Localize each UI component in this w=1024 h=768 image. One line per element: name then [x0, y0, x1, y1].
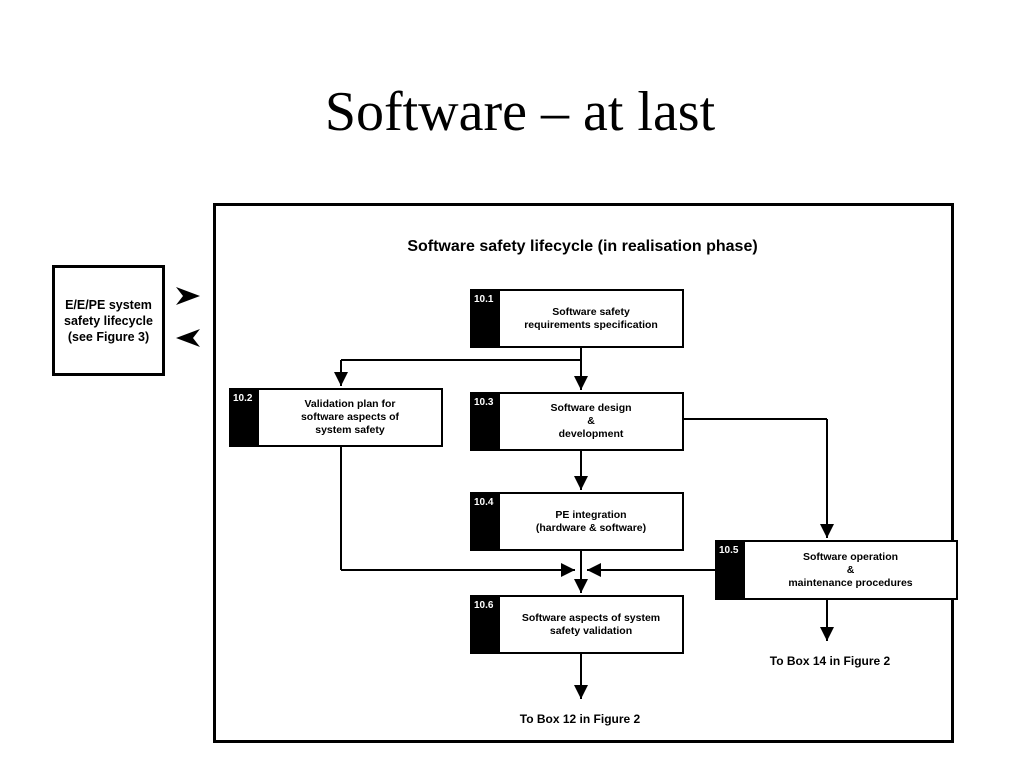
arrow-left-icon [176, 329, 200, 347]
eepe-lifecycle-box: E/E/PE system safety lifecycle (see Figu… [52, 265, 165, 376]
slide-title: Software – at last [324, 81, 716, 143]
eepe-lifecycle-label: E/E/PE system safety lifecycle (see Figu… [64, 297, 153, 345]
eepe-line-1: E/E/PE system [65, 297, 152, 312]
diagram-frame [213, 203, 954, 743]
diagram-title: Software safety lifecycle (in realisatio… [407, 238, 758, 255]
box-10-4-pe-integration: 10.4 PE integration(hardware & software) [470, 492, 684, 551]
note-to-box-14: To Box 14 in Figure 2 [769, 654, 891, 668]
box-number: 10.2 [231, 390, 259, 445]
box-number: 10.4 [472, 494, 500, 549]
box-label: Software design&development [550, 402, 632, 440]
eepe-line-2: safety lifecycle [64, 313, 153, 328]
arrow-right-icon [176, 287, 200, 305]
box-number: 10.3 [472, 394, 500, 449]
box-10-5-software-operation: 10.5 Software operation&maintenance proc… [715, 540, 958, 600]
box-label: PE integration(hardware & software) [535, 508, 647, 534]
note-to-box-12: To Box 12 in Figure 2 [519, 712, 641, 726]
box-10-3-software-design: 10.3 Software design&development [470, 392, 684, 451]
box-number: 10.6 [472, 597, 500, 652]
eepe-line-3: (see Figure 3) [67, 329, 150, 344]
box-number: 10.5 [717, 542, 745, 598]
box-label: Software operation&maintenance procedure… [788, 550, 913, 589]
box-number: 10.1 [472, 291, 500, 346]
